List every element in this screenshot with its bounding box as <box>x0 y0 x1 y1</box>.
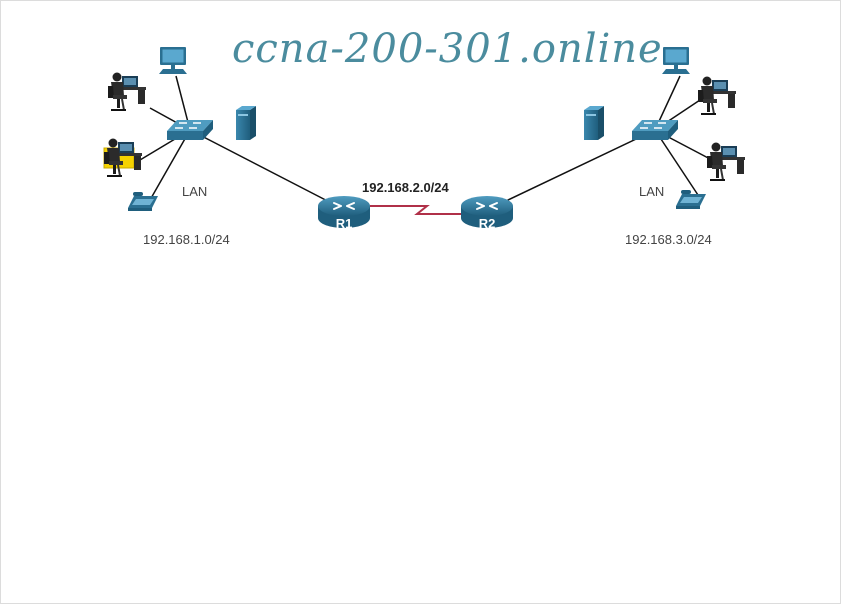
left-lan-label: LAN <box>182 184 208 199</box>
serial-wan-link <box>370 205 462 215</box>
left-pc-icon <box>159 47 187 74</box>
right-lan-network: 192.168.3.0/24 <box>625 232 712 247</box>
right-server-icon <box>584 106 604 140</box>
left-switch-icon <box>166 119 214 141</box>
right-user-workstation-2-icon <box>706 141 746 181</box>
router-r2-label: R2 <box>479 216 496 231</box>
router-r1-label: R1 <box>336 216 353 231</box>
left-server-icon <box>236 106 256 140</box>
right-lan-links <box>486 75 713 211</box>
left-lan-network: 192.168.1.0/24 <box>143 232 230 247</box>
left-user-workstation-1-icon <box>107 71 147 111</box>
right-switch-icon <box>631 119 679 141</box>
right-lan-label: LAN <box>639 184 665 199</box>
right-pc-icon <box>662 47 690 74</box>
wan-network-label: 192.168.2.0/24 <box>362 180 449 195</box>
right-ip-phone-icon <box>676 190 706 209</box>
left-lan-links <box>139 75 346 211</box>
watermark-text: ccna-200-301.online <box>232 26 663 72</box>
right-user-workstation-1-icon <box>697 75 737 115</box>
